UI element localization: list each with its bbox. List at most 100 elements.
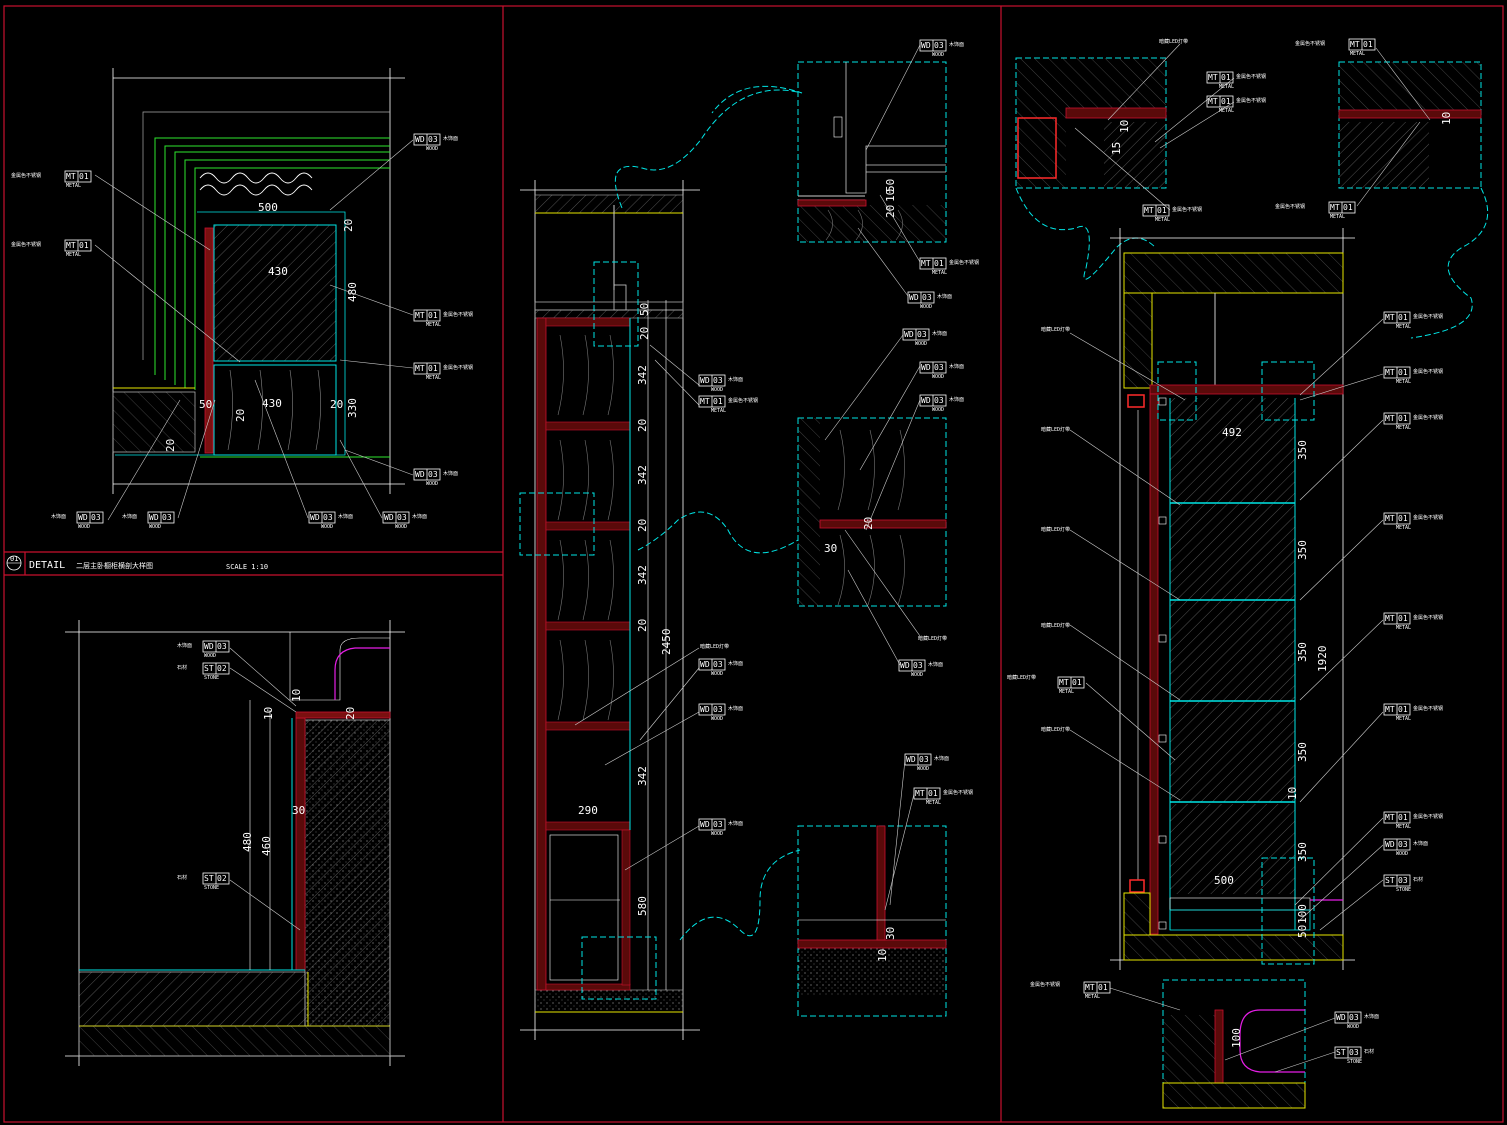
svg-text:金属色不锈钢: 金属色不锈钢 [1413, 514, 1443, 521]
svg-text:木饰面: 木饰面 [949, 363, 964, 370]
svg-text:STONE: STONE [1396, 887, 1411, 893]
dim-text: 30 [292, 804, 305, 817]
svg-text:MT: MT [1385, 813, 1395, 822]
dim-text: 350 [1296, 842, 1309, 862]
svg-text:METAL: METAL [1396, 716, 1411, 722]
svg-text:木饰面: 木饰面 [949, 41, 964, 48]
svg-text:03: 03 [1349, 1048, 1359, 1057]
svg-text:03: 03 [428, 470, 438, 479]
metal-note: 金属色不锈钢 [1030, 981, 1060, 988]
svg-text:WOOD: WOOD [78, 524, 90, 530]
svg-text:木饰面: 木饰面 [949, 396, 964, 403]
svg-text:03: 03 [934, 363, 944, 372]
svg-text:WD: WD [310, 513, 320, 522]
svg-text:MT: MT [700, 397, 710, 406]
svg-text:03: 03 [397, 513, 407, 522]
svg-text:WOOD: WOOD [149, 524, 161, 530]
svg-text:01: 01 [1221, 73, 1231, 82]
svg-text:金属色不锈钢: 金属色不锈钢 [11, 172, 41, 179]
svg-text:WD: WD [921, 41, 931, 50]
dim-text: 20 [638, 327, 651, 340]
svg-text:MT: MT [1385, 705, 1395, 714]
svg-text:WD: WD [900, 661, 910, 670]
svg-text:木饰面: 木饰面 [728, 660, 743, 667]
svg-text:金属色不锈钢: 金属色不锈钢 [1236, 97, 1266, 104]
dim-text: 350 [1296, 642, 1309, 662]
svg-text:WD: WD [415, 135, 425, 144]
svg-text:METAL: METAL [711, 408, 726, 414]
svg-text:MT: MT [415, 311, 425, 320]
svg-text:MT: MT [921, 259, 931, 268]
svg-text:03: 03 [713, 660, 723, 669]
svg-text:ST: ST [1385, 876, 1395, 885]
dim-text: 10 [290, 689, 303, 702]
dim-text: 492 [1222, 426, 1242, 439]
svg-text:MT: MT [1385, 614, 1395, 623]
svg-text:金属色不锈钢: 金属色不锈钢 [11, 241, 41, 248]
dim-text: 580 [636, 896, 649, 916]
detail-box-top: 20 10 50 [797, 61, 947, 243]
detail-number: 01 [10, 555, 18, 563]
svg-text:木饰面: 木饰面 [728, 705, 743, 712]
svg-text:WOOD: WOOD [917, 766, 929, 772]
svg-text:03: 03 [922, 293, 932, 302]
svg-text:木饰面: 木饰面 [122, 513, 137, 520]
svg-text:MT: MT [1208, 97, 1218, 106]
dim-text: 350 [1296, 540, 1309, 560]
svg-text:WD: WD [921, 396, 931, 405]
dim-text: 50 [199, 398, 212, 411]
svg-text:WOOD: WOOD [920, 304, 932, 310]
svg-text:METAL: METAL [1330, 214, 1345, 220]
svg-text:01: 01 [713, 397, 723, 406]
dim-text: 20 [342, 219, 355, 232]
svg-text:WOOD: WOOD [932, 407, 944, 413]
svg-text:WD: WD [204, 642, 214, 651]
svg-text:木饰面: 木饰面 [934, 755, 949, 762]
svg-text:MT: MT [1208, 73, 1218, 82]
dim-text: 20 [164, 439, 177, 452]
led-note: 暗藏LED灯带 [1041, 426, 1070, 433]
svg-text:木饰面: 木饰面 [443, 135, 458, 142]
dim-text: 500 [258, 201, 278, 214]
svg-text:01: 01 [428, 311, 438, 320]
svg-text:WD: WD [1385, 840, 1395, 849]
svg-text:金属色不锈钢: 金属色不锈钢 [1295, 40, 1325, 47]
detail-label: DETAIL [29, 560, 65, 571]
svg-text:金属色不锈钢: 金属色不锈钢 [728, 397, 758, 404]
svg-text:03: 03 [917, 330, 927, 339]
svg-text:01: 01 [934, 259, 944, 268]
svg-text:WD: WD [700, 376, 710, 385]
svg-text:01: 01 [1221, 97, 1231, 106]
svg-text:03: 03 [323, 513, 333, 522]
title-block: 01 DETAIL 二层主卧橱柜横剖大样图 SCALE 1:10 [6, 555, 268, 571]
dim-text: 2450 [660, 629, 673, 656]
dim-text: 10 [1440, 112, 1453, 125]
dim-text: 290 [578, 804, 598, 817]
svg-text:MT: MT [1144, 206, 1154, 215]
svg-text:01: 01 [79, 172, 89, 181]
dim-text: 30 [884, 927, 897, 940]
detail-box-middle: 20 30 [797, 417, 947, 607]
dim-text: 500 [1214, 874, 1234, 887]
dim-text: 50 [1296, 925, 1309, 938]
dim-text: 350 [1296, 440, 1309, 460]
panel-4-enlarged-details: 20 10 50 20 30 30 10 [637, 39, 979, 1017]
svg-text:MT: MT [1385, 313, 1395, 322]
